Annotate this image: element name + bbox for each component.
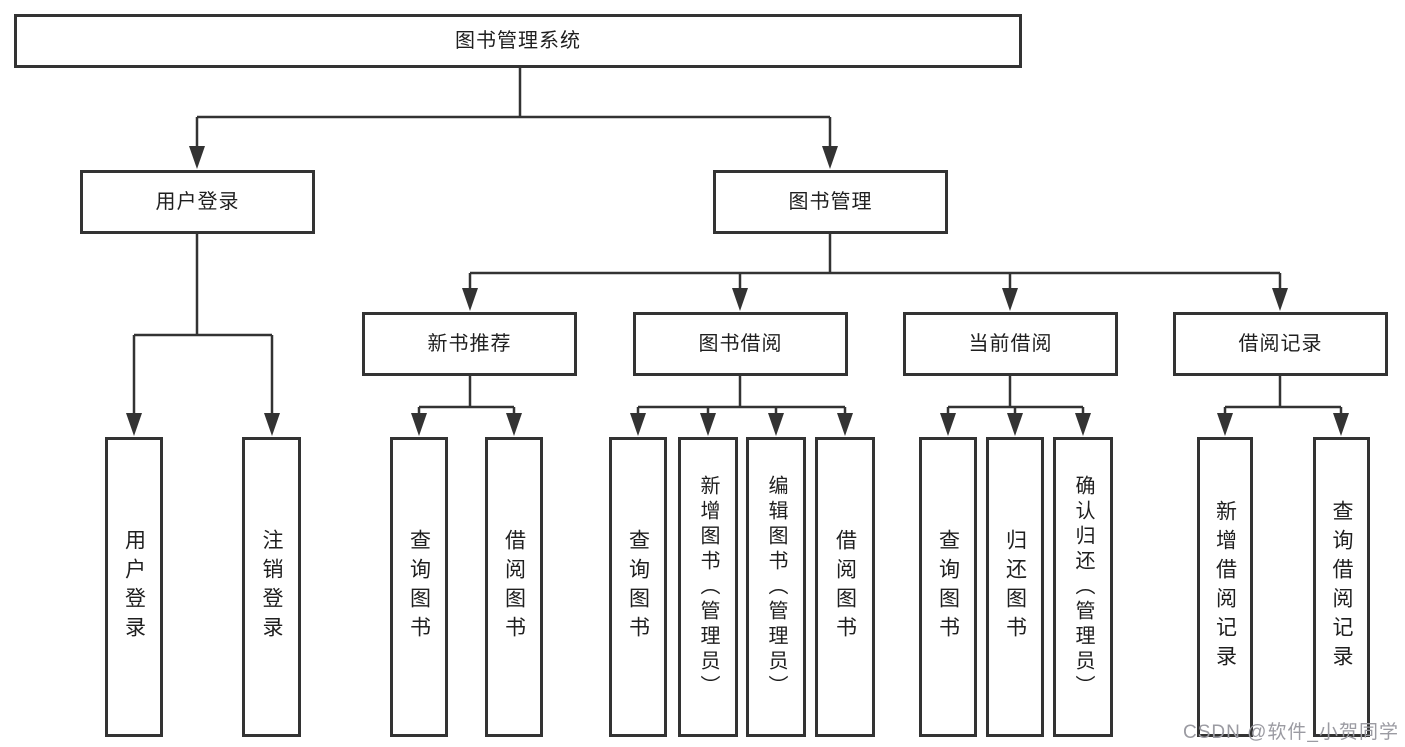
connector-new-book-rec-trunk	[417, 376, 516, 416]
leaf-borrowing-query-books: 查询图书	[609, 437, 667, 737]
node-borrowing-records: 借阅记录	[1173, 312, 1388, 376]
leaf-logout: 注销登录	[242, 437, 301, 737]
leaf-edit-books-admin: 编辑图书（管理员）	[746, 437, 806, 737]
node-user-login: 用户登录	[80, 170, 315, 234]
connector-root-trunk	[195, 67, 832, 150]
leaf-add-books-admin: 新增图书（管理员）	[678, 437, 738, 737]
node-current-borrowing: 当前借阅	[903, 312, 1118, 376]
arrowheads	[126, 146, 1349, 436]
leaf-recommend-query-books: 查询图书	[390, 437, 448, 737]
leaf-return-books: 归还图书	[986, 437, 1044, 737]
leaf-current-query-books: 查询图书	[919, 437, 977, 737]
leaf-recommend-borrow-books: 借阅图书	[485, 437, 543, 737]
node-book-borrowing: 图书借阅	[633, 312, 848, 376]
connector-user-login-trunk	[132, 234, 274, 414]
node-book-management: 图书管理	[713, 170, 948, 234]
node-new-book-recommend: 新书推荐	[362, 312, 577, 376]
leaf-confirm-return-admin: 确认归还（管理员）	[1053, 437, 1113, 737]
connector-book-borrow-trunk	[636, 376, 847, 416]
connector-borrow-records-trunk	[1223, 376, 1343, 416]
leaf-query-borrow-record: 查询借阅记录	[1313, 437, 1370, 737]
leaf-borrowing-borrow-books: 借阅图书	[815, 437, 875, 737]
connector-book-mgmt-trunk	[468, 234, 1282, 292]
node-root-system: 图书管理系统	[14, 14, 1022, 68]
connector-current-borrow-trunk	[946, 376, 1085, 416]
leaf-add-borrow-record: 新增借阅记录	[1197, 437, 1253, 737]
csdn-watermark: CSDN @软件_小贺同学	[1183, 722, 1399, 743]
leaf-user-login: 用户登录	[105, 437, 163, 737]
